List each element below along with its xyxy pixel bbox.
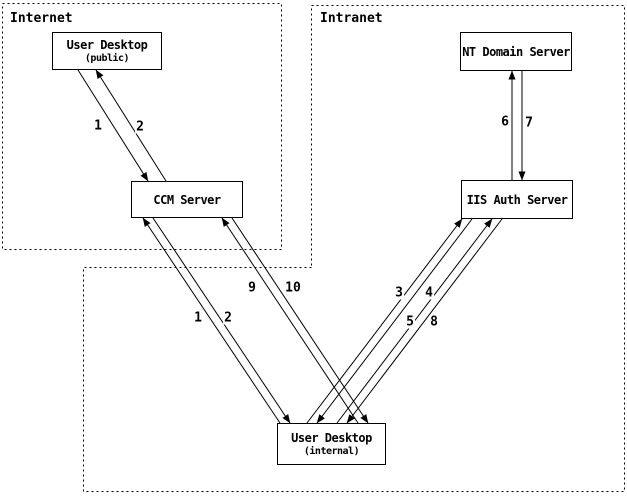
edge-label-2-public: 2 [135, 119, 145, 135]
edge-10-ccm-to-internal-desktop [231, 217, 369, 424]
edge-1-public-desktop-to-ccm [77, 69, 149, 182]
edge-label-10: 10 [284, 280, 302, 296]
edge-label-5: 5 [405, 314, 415, 330]
node-user-desktop-internal: User Desktop (internal) [277, 423, 386, 465]
edge-label-7: 7 [524, 115, 534, 131]
node-ccm-server-label: CCM Server [153, 192, 221, 207]
node-user-desktop-public-label: User Desktop [66, 38, 148, 52]
edge-label-1-internal: 1 [193, 310, 203, 326]
edge-2-ccm-to-public-desktop [95, 69, 167, 182]
node-nt-domain-server-label: NT Domain Server [462, 44, 570, 59]
node-ccm-server: CCM Server [131, 181, 243, 218]
node-user-desktop-internal-sublabel: (internal) [303, 446, 360, 457]
node-iis-auth-server: IIS Auth Server [461, 180, 573, 219]
edge-4-iis-to-internal-desktop [316, 218, 473, 424]
edge-label-8: 8 [429, 314, 439, 330]
node-iis-auth-server-label: IIS Auth Server [466, 192, 568, 207]
edge-8-iis-to-internal-desktop [346, 218, 503, 424]
edge-label-3: 3 [394, 285, 404, 301]
edge-label-6: 6 [500, 114, 510, 130]
intranet-internal-region-border [83, 5, 625, 492]
internet-region-label: Internet [10, 11, 73, 26]
edge-3-internal-desktop-to-iis [306, 218, 463, 424]
internet-region-border [2, 3, 282, 250]
node-nt-domain-server: NT Domain Server [460, 32, 572, 71]
edge-label-4: 4 [424, 285, 434, 301]
intranet-region-label: Intranet [320, 11, 383, 26]
edge-1-internal-desktop-to-ccm [142, 217, 281, 424]
node-user-desktop-public-sublabel: (public) [84, 53, 130, 64]
edge-label-1-public: 1 [93, 118, 103, 134]
node-user-desktop-public: User Desktop (public) [52, 32, 162, 70]
edge-label-9: 9 [247, 280, 257, 296]
edge-9-internal-desktop-to-ccm [221, 217, 359, 424]
edge-label-2-internal: 2 [223, 310, 233, 326]
node-user-desktop-internal-label: User Desktop [291, 431, 372, 445]
edge-2-ccm-to-internal-desktop [152, 217, 291, 424]
